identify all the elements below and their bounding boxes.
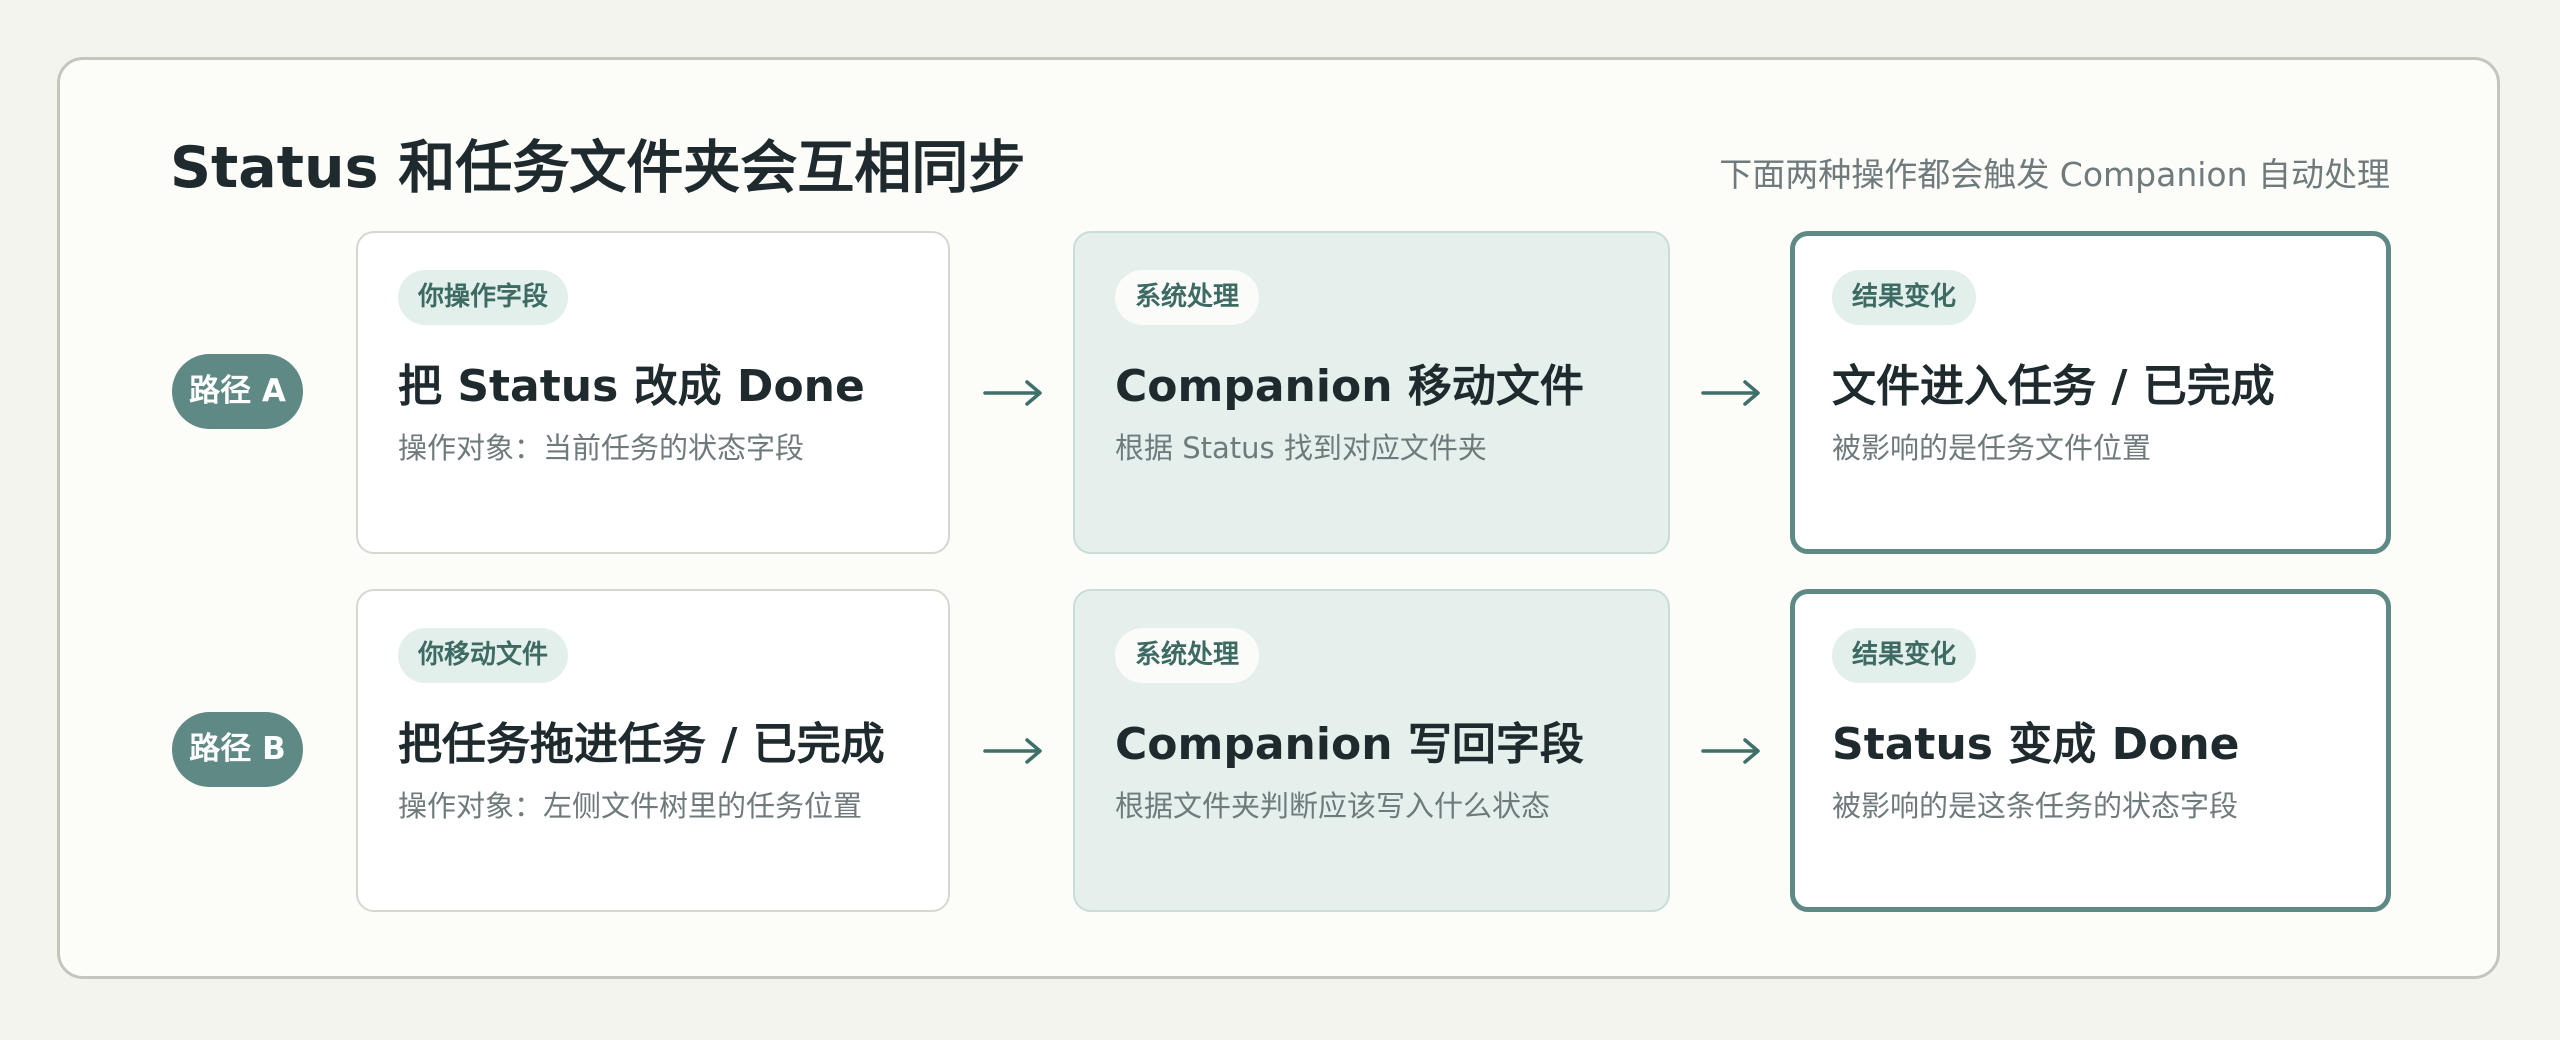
card-description: 操作对象：左侧文件树里的任务位置 <box>398 789 863 823</box>
card-title: Companion 写回字段 <box>1115 719 1584 770</box>
page-subtitle: 下面两种操作都会触发 Companion 自动处理 <box>1719 155 2390 194</box>
arrow-right-icon <box>1701 736 1761 766</box>
path-label-b: 路径 B <box>172 712 303 787</box>
system-process-card-a: 系统处理 Companion 移动文件 根据 Status 找到对应文件夹 <box>1073 231 1670 554</box>
arrow-right-icon <box>983 378 1043 408</box>
card-title: 文件进入任务 / 已完成 <box>1832 361 2275 412</box>
card-tag: 你操作字段 <box>398 270 569 325</box>
card-description: 根据 Status 找到对应文件夹 <box>1115 431 1487 465</box>
user-action-card-a: 你操作字段 把 Status 改成 Done 操作对象：当前任务的状态字段 <box>356 231 950 554</box>
path-label-a: 路径 A <box>172 354 303 429</box>
arrow-right-icon <box>983 736 1043 766</box>
system-process-card-b: 系统处理 Companion 写回字段 根据文件夹判断应该写入什么状态 <box>1073 589 1670 912</box>
result-card-a: 结果变化 文件进入任务 / 已完成 被影响的是任务文件位置 <box>1790 231 2391 554</box>
card-description: 被影响的是任务文件位置 <box>1832 431 2152 465</box>
card-title: Status 变成 Done <box>1832 719 2240 770</box>
card-description: 根据文件夹判断应该写入什么状态 <box>1115 789 1551 823</box>
card-tag: 系统处理 <box>1115 628 1260 683</box>
card-description: 被影响的是这条任务的状态字段 <box>1832 789 2239 823</box>
card-title: Companion 移动文件 <box>1115 361 1584 412</box>
card-title: 把 Status 改成 Done <box>398 361 865 412</box>
card-tag: 你移动文件 <box>398 628 569 683</box>
arrow-right-icon <box>1701 378 1761 408</box>
card-tag: 系统处理 <box>1115 270 1260 325</box>
card-tag: 结果变化 <box>1832 270 1977 325</box>
card-description: 操作对象：当前任务的状态字段 <box>398 431 805 465</box>
card-title: 把任务拖进任务 / 已完成 <box>398 719 885 770</box>
user-action-card-b: 你移动文件 把任务拖进任务 / 已完成 操作对象：左侧文件树里的任务位置 <box>356 589 950 912</box>
result-card-b: 结果变化 Status 变成 Done 被影响的是这条任务的状态字段 <box>1790 589 2391 912</box>
card-tag: 结果变化 <box>1832 628 1977 683</box>
page-title: Status 和任务文件夹会互相同步 <box>170 135 1026 201</box>
